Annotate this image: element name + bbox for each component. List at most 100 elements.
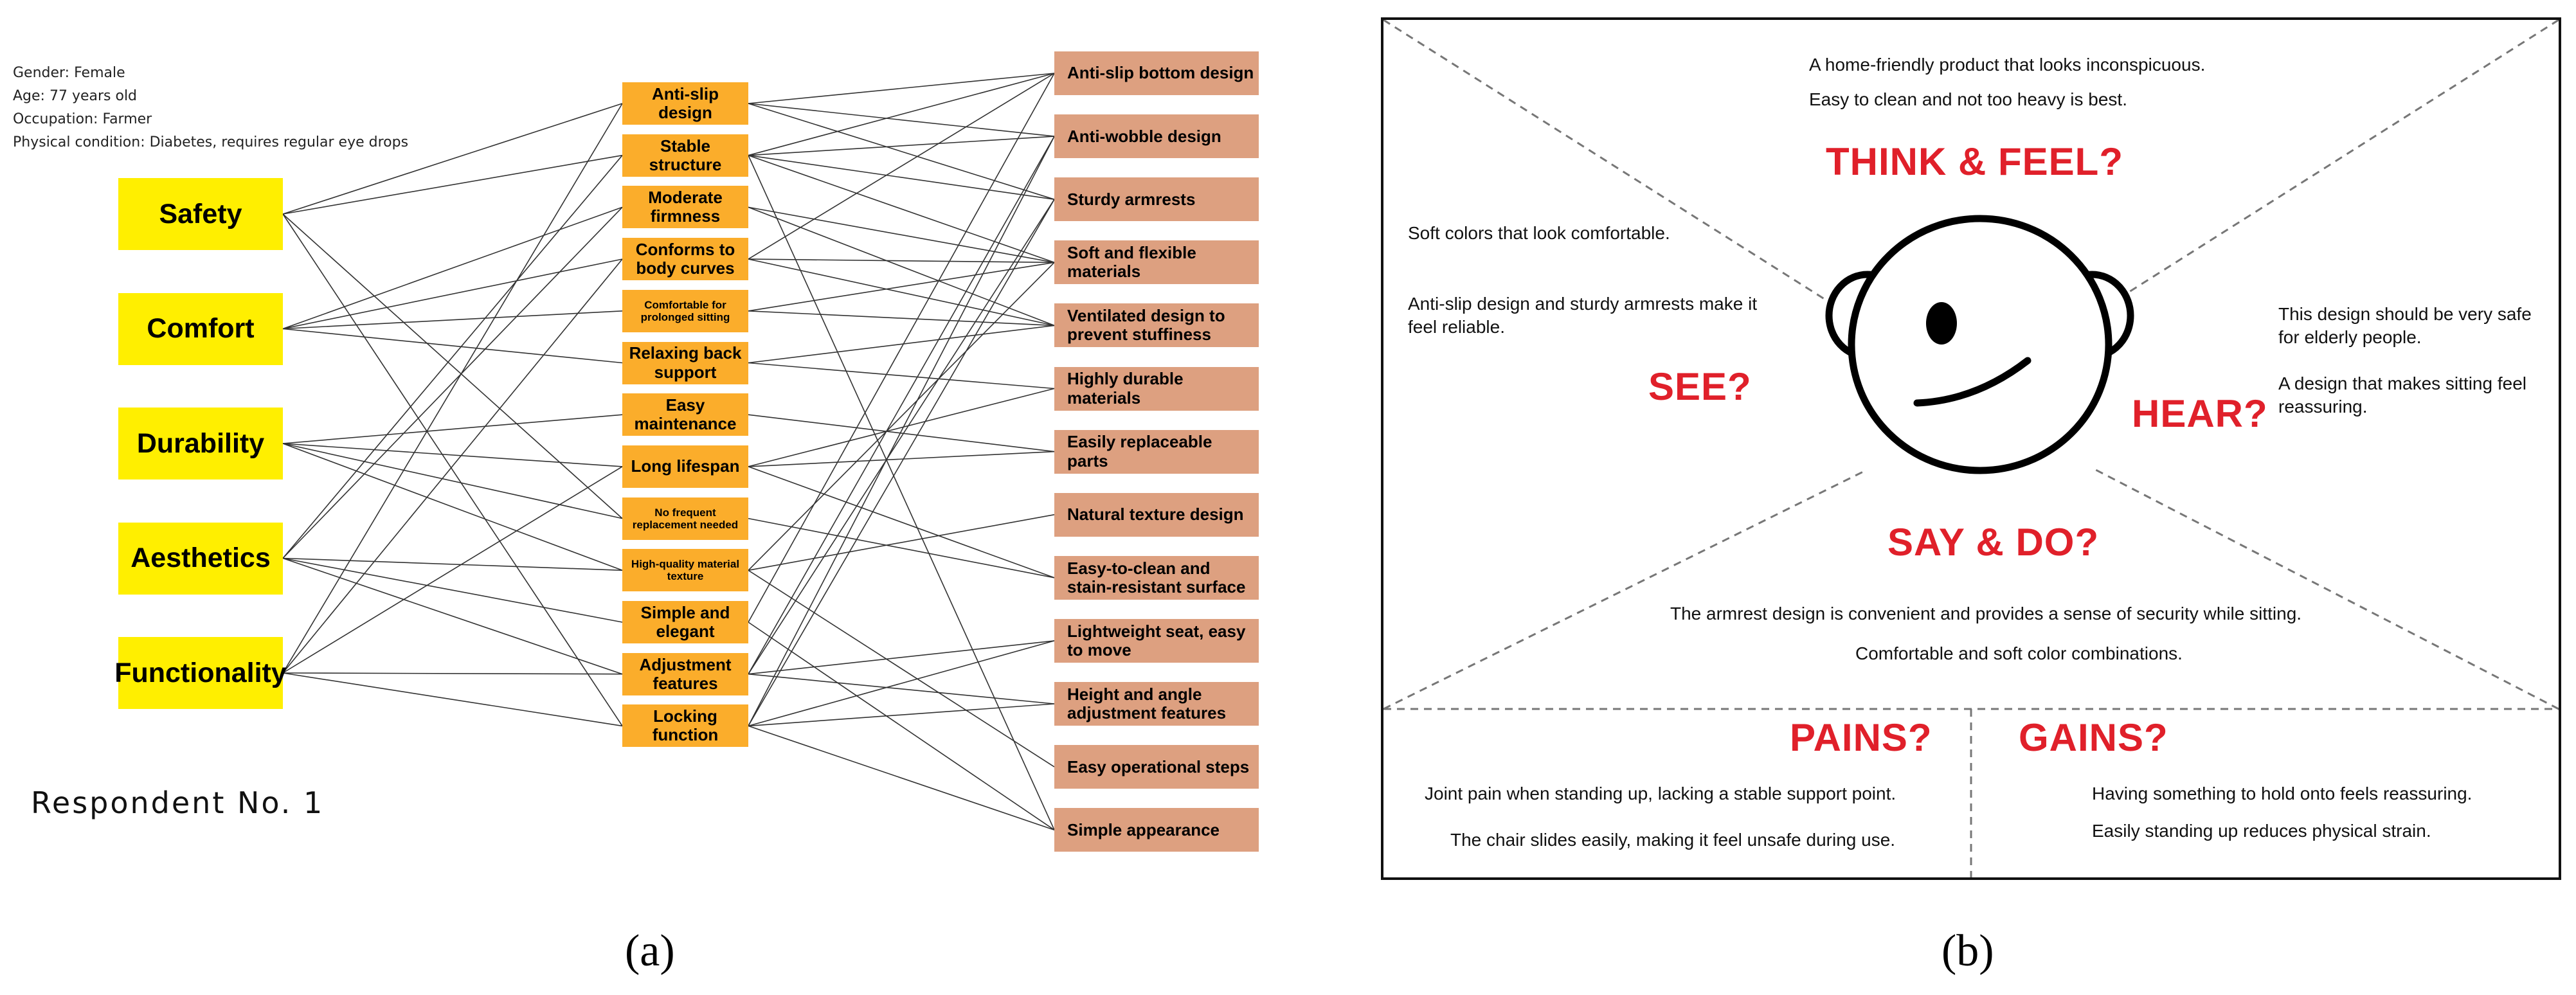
requirement-no-frequent-replacement-needed: No frequent replacement needed <box>622 497 748 540</box>
link-criteria-requirement <box>282 672 623 675</box>
criteria-comfort: Comfort <box>118 292 283 365</box>
link-criteria-requirement <box>282 258 623 674</box>
hear-text-1: This design should be very safe for elde… <box>2278 304 2532 348</box>
hear-text-2: A design that makes sitting feel reassur… <box>2278 373 2526 417</box>
respondent-label: Respondent No. 1 <box>31 785 325 820</box>
caption-a: (a) <box>625 926 675 976</box>
gains-heading: GAINS? <box>2019 716 2168 759</box>
feature-lightweight-seat-easy-to-move: Lightweight seat, easy to move <box>1054 618 1259 663</box>
feature-highly-durable-materials: Highly durable materials <box>1054 366 1259 411</box>
link-requirement-feature <box>748 206 1055 327</box>
link-requirement-feature <box>748 136 1055 726</box>
requirement-adjustment-features: Adjustment features <box>622 652 748 695</box>
see-text-2: Anti-slip design and sturdy armrests mak… <box>1408 294 1758 337</box>
pains-text-1: Joint pain when standing up, lacking a s… <box>1425 784 1896 803</box>
link-requirement-feature <box>748 199 1055 675</box>
link-criteria-requirement <box>282 213 623 726</box>
link-criteria-requirement <box>282 557 623 571</box>
link-criteria-requirement <box>282 258 623 330</box>
link-requirement-feature <box>748 73 1055 623</box>
respondent-profile: Gender: Female Age: 77 years old Occupat… <box>13 62 408 154</box>
say-text-1: The armrest design is convenient and pro… <box>1670 604 2302 623</box>
link-criteria-requirement <box>282 466 623 674</box>
feature-simple-appearance: Simple appearance <box>1054 808 1259 852</box>
link-criteria-requirement <box>282 557 623 623</box>
requirement-relaxing-back-support: Relaxing back support <box>622 341 748 384</box>
link-requirement-feature <box>748 154 1055 200</box>
feature-sturdy-armrests: Sturdy armrests <box>1054 177 1259 222</box>
link-criteria-requirement <box>282 213 623 519</box>
feature-easy-to-clean-and-stain-resistant-surface: Easy-to-clean and stain-resistant surfac… <box>1054 555 1259 600</box>
link-lines <box>282 73 1055 830</box>
profile-age: Age: 77 years old <box>13 88 138 104</box>
link-requirement-feature <box>748 451 1055 467</box>
link-requirement-feature <box>748 154 1055 264</box>
link-requirement-feature <box>748 466 1055 578</box>
feature-height-and-angle-adjustment-features: Height and angle adjustment features <box>1054 682 1259 726</box>
requirement-simple-and-elegant: Simple and elegant <box>622 601 748 643</box>
empathy-map-lines <box>1383 20 2559 877</box>
requirement-anti-slip-design: Anti-slip design <box>622 82 748 125</box>
link-criteria-requirement <box>282 310 623 330</box>
profile-condition: Physical condition: Diabetes, requires r… <box>13 134 409 150</box>
link-criteria-requirement <box>282 206 623 330</box>
link-requirement-feature <box>748 73 1055 104</box>
profile-occupation: Occupation: Farmer <box>13 111 152 127</box>
link-requirement-feature <box>748 136 1055 675</box>
requirement-conforms-to-body-curves: Conforms to body curves <box>622 238 748 281</box>
link-criteria-requirement <box>282 443 623 519</box>
feature-easy-operational-steps: Easy operational steps <box>1054 745 1259 789</box>
criteria-durability: Durability <box>118 408 283 480</box>
link-requirement-feature <box>748 136 1055 156</box>
link-criteria-requirement <box>282 443 623 467</box>
link-requirement-feature <box>748 262 1055 571</box>
say-heading: SAY & DO? <box>1887 521 2100 564</box>
link-requirement-feature <box>748 199 1055 726</box>
feature-natural-texture-design: Natural texture design <box>1054 492 1259 537</box>
criteria-safety: Safety <box>118 178 283 250</box>
pains-text-2: The chair slides easily, making it feel … <box>1450 830 1896 850</box>
link-requirement-feature <box>748 206 1055 264</box>
link-requirement-feature <box>748 640 1055 675</box>
feature-easily-replaceable-parts: Easily replaceable parts <box>1054 429 1259 474</box>
requirement-easy-maintenance: Easy maintenance <box>622 393 748 436</box>
gains-text-2: Easily standing up reduces physical stra… <box>2092 821 2431 841</box>
link-criteria-requirement <box>282 672 623 727</box>
feature-anti-wobble-design: Anti-wobble design <box>1054 114 1259 159</box>
profile-gender: Gender: Female <box>13 65 125 81</box>
pains-heading: PAINS? <box>1790 716 1932 759</box>
link-requirement-feature <box>748 673 1055 704</box>
link-requirement-feature <box>748 517 1055 578</box>
caption-b: (b) <box>1941 926 1994 976</box>
requirement-stable-structure: Stable structure <box>622 134 748 177</box>
link-criteria-requirement <box>282 414 623 444</box>
link-requirement-feature <box>748 103 1055 137</box>
link-criteria-requirement <box>282 103 623 215</box>
link-criteria-requirement <box>282 103 623 674</box>
think-text-2: Easy to clean and not too heavy is best. <box>1809 89 2127 109</box>
see-heading: SEE? <box>1648 365 1752 408</box>
feature-anti-slip-bottom-design: Anti-slip bottom design <box>1054 51 1259 95</box>
link-requirement-feature <box>748 622 1055 830</box>
link-requirement-feature <box>748 73 1055 156</box>
link-requirement-feature <box>748 310 1055 327</box>
gains-text-1: Having something to hold onto feels reas… <box>2092 784 2472 803</box>
link-requirement-feature <box>748 155 1055 830</box>
link-criteria-requirement <box>282 154 623 215</box>
link-requirement-feature <box>748 514 1055 571</box>
link-criteria-requirement <box>282 443 623 571</box>
see-text-1: Soft colors that look comfortable. <box>1408 223 1670 243</box>
feature-ventilated-design-to-prevent-stuffiness: Ventilated design to prevent stuffiness <box>1054 303 1259 348</box>
link-requirement-feature <box>748 703 1055 727</box>
requirement-long-lifespan: Long lifespan <box>622 445 748 488</box>
think-text-1: A home-friendly product that looks incon… <box>1809 55 2206 75</box>
link-requirement-feature <box>748 325 1055 364</box>
feature-soft-and-flexible-materials: Soft and flexible materials <box>1054 240 1259 285</box>
criteria-aesthetics: Aesthetics <box>118 522 283 595</box>
link-requirement-feature <box>748 262 1055 312</box>
empathy-map-frame: THINK & FEEL? SEE? HEAR? SAY & DO? PAINS… <box>1381 17 2561 880</box>
link-criteria-requirement <box>282 328 623 364</box>
requirement-locking-function: Locking function <box>622 704 748 748</box>
face-icon <box>1825 215 2134 474</box>
